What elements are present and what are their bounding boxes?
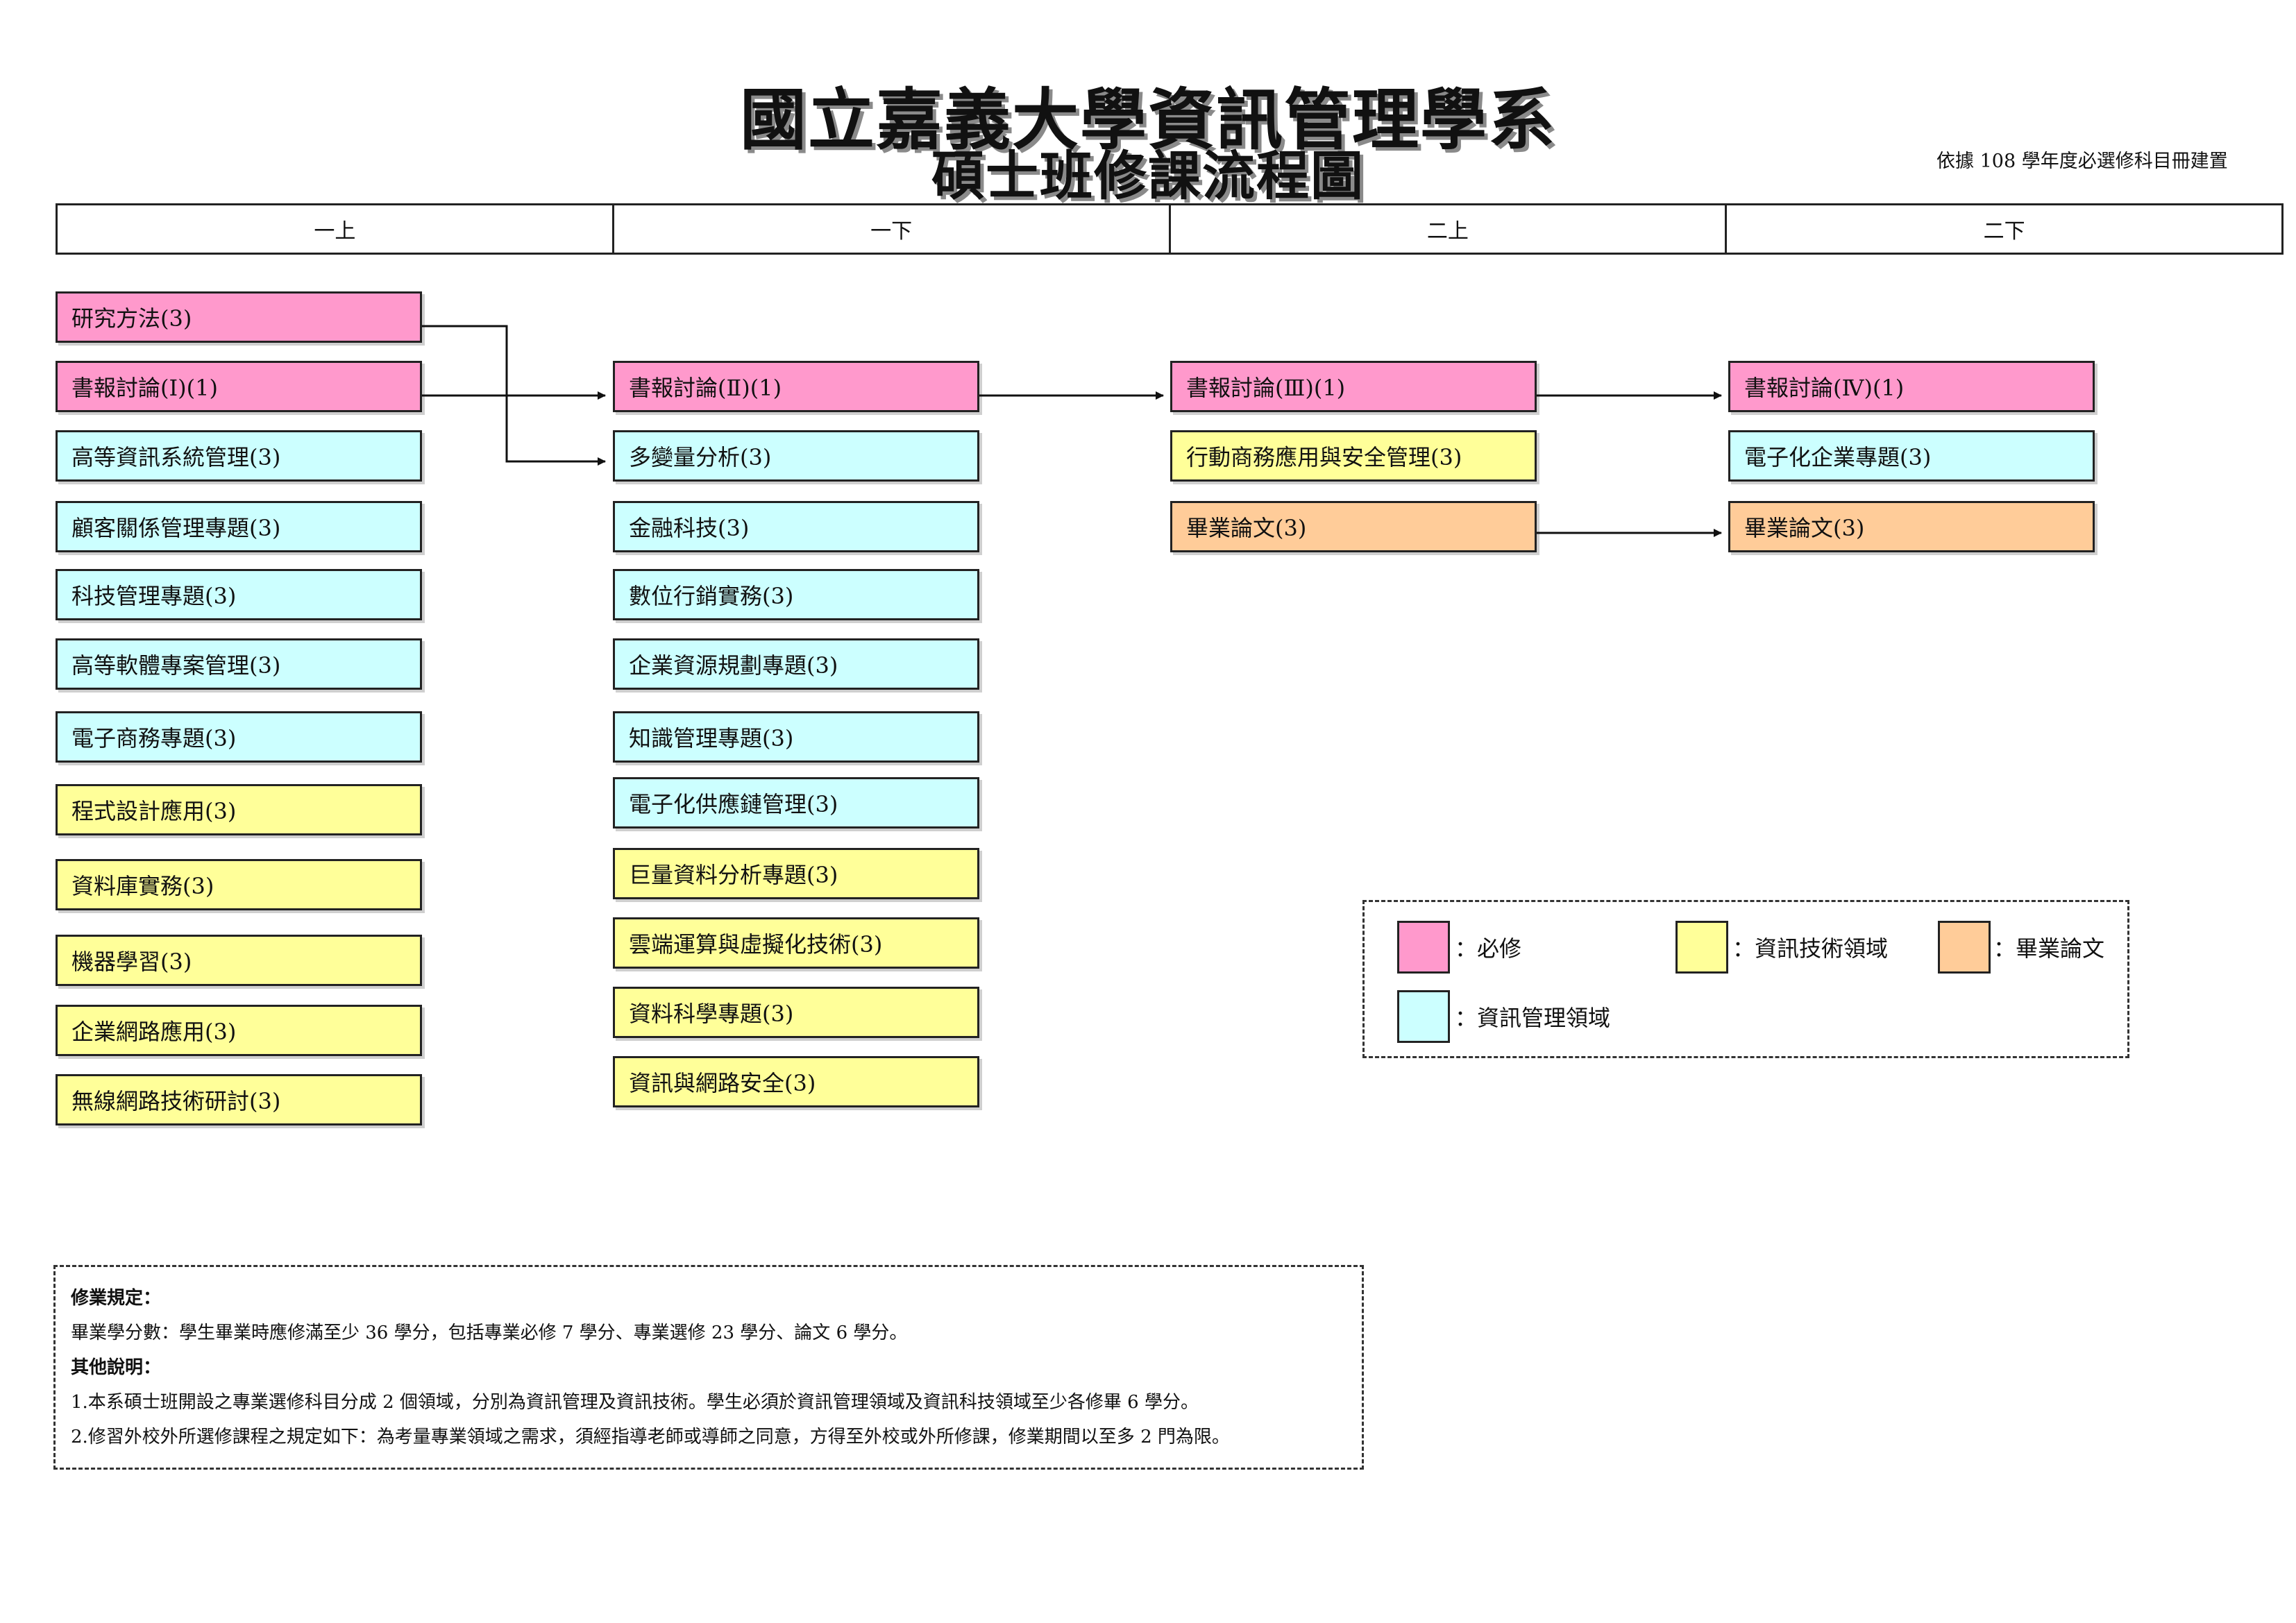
course-digital-marketing: 數位行銷實務(3) [613,569,979,620]
course-seminar-2: 書報討論(Ⅱ)(1) [613,361,979,412]
course-data-science: 資料科學專題(3) [613,987,979,1038]
course-seminar-4: 書報討論(Ⅳ)(1) [1728,361,2095,412]
course-programming-applications: 程式設計應用(3) [56,784,422,835]
legend-swatch-required [1397,921,1450,974]
course-seminar-1: 書報討論(Ⅰ)(1) [56,361,422,412]
rules-box: 修業規定： 畢業學分數：學生畢業時應修滿至少 36 學分，包括專業必修 7 學分… [53,1265,1364,1470]
course-technology-management: 科技管理專題(3) [56,569,422,620]
semester-year2-spring: 二下 [1983,219,2025,244]
course-advanced-is-management: 高等資訊系統管理(3) [56,430,422,482]
course-big-data-analytics: 巨量資料分析專題(3) [613,848,979,899]
course-database-practice: 資料庫實務(3) [56,859,422,910]
course-ecommerce-topics: 電子商務專題(3) [56,711,422,763]
rules-heading: 修業規定： [71,1288,162,1309]
course-seminar-3: 書報討論(Ⅲ)(1) [1170,361,1537,412]
course-fintech: 金融科技(3) [613,501,979,552]
course-mobile-commerce-security: 行動商務應用與安全管理(3) [1170,430,1537,482]
course-thesis-2: 畢業論文(3) [1728,501,2095,552]
course-erp-topics: 企業資源規劃專題(3) [613,638,979,690]
course-knowledge-management: 知識管理專題(3) [613,711,979,763]
notes-line-2: 2.修習外校外所選修課程之規定如下：為考量專業領域之需求，須經指導老師或導師之同… [71,1427,1230,1447]
legend-swatch-info-technology [1675,921,1728,974]
course-wireless-network: 無線網路技術研討(3) [56,1074,422,1125]
course-enterprise-network: 企業網路應用(3) [56,1005,422,1056]
legend-label-info-technology: ：資訊技術領域 [1732,935,1889,962]
course-info-network-security: 資訊與網路安全(3) [613,1056,979,1107]
notes-line-1: 1.本系碩士班開設之專業選修科目分成 2 個領域，分別為資訊管理及資訊技術。學生… [71,1392,1199,1413]
legend-swatch-info-management [1397,990,1450,1043]
course-thesis-1: 畢業論文(3) [1170,501,1537,552]
rules-credits-line: 畢業學分數：學生畢業時應修滿至少 36 學分，包括專業必修 7 學分、專業選修 … [71,1323,908,1343]
legend-label-required: ：必修 [1455,935,1522,962]
course-e-business-topics: 電子化企業專題(3) [1728,430,2095,482]
notes-heading: 其他說明： [71,1357,162,1378]
page-title: 國立嘉義大學資訊管理學系 [740,81,1556,159]
semester-year2-fall: 二上 [1171,205,1728,253]
semester-year1-fall: 一上 [58,205,614,253]
course-crm-topics: 顧客關係管理專題(3) [56,501,422,552]
course-research-methods: 研究方法(3) [56,291,422,343]
semester-year1-spring: 一下 [614,205,1171,253]
arrow-research-methods-to-multivariate [422,325,606,466]
legend-label-info-management: ：資訊管理領域 [1455,1005,1611,1031]
course-advanced-software-project: 高等軟體專案管理(3) [56,638,422,690]
basis-note: 依據 108 學年度必選修科目冊建置 [1936,151,2228,172]
course-e-supply-chain: 電子化供應鏈管理(3) [613,777,979,829]
legend: ：必修 ：資訊技術領域 ：畢業論文 ：資訊管理領域 [1362,900,2129,1058]
course-machine-learning: 機器學習(3) [56,935,422,986]
legend-swatch-thesis [1938,921,1991,974]
course-cloud-virtualization: 雲端運算與虛擬化技術(3) [613,917,979,969]
course-multivariate-analysis: 多變量分析(3) [613,430,979,482]
semester-header: 一上 一下 二上 二下 [56,203,2284,255]
legend-label-thesis: ：畢業論文 [1993,935,2105,962]
page-subtitle: 碩士班修課流程圖 [931,145,1365,207]
